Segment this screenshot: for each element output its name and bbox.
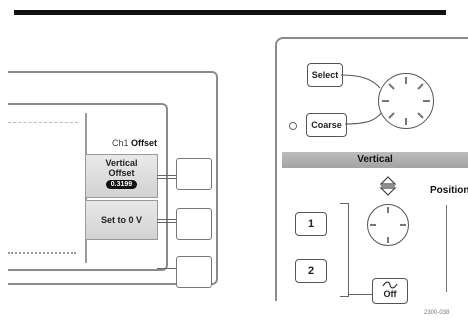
connector-line	[157, 175, 176, 176]
vertical-offset-label-1: Vertical	[105, 158, 138, 168]
graticule-line	[8, 122, 78, 123]
waveform-screen	[8, 113, 87, 263]
set-to-zero-menu-item[interactable]: Set to 0 V	[85, 200, 158, 240]
side-bezel-button-3[interactable]	[176, 256, 212, 288]
top-rule	[14, 10, 446, 15]
position-up-down-arrow-icon	[380, 176, 396, 196]
coarse-button[interactable]: Coarse	[306, 113, 347, 137]
select-button[interactable]: Select	[307, 63, 343, 87]
coarse-led-indicator	[289, 122, 297, 130]
side-bezel-button-1[interactable]	[176, 158, 212, 190]
menu-title-prefix: Ch1	[111, 138, 129, 148]
channel-1-button[interactable]: 1	[295, 212, 327, 236]
connector-line	[348, 294, 372, 295]
vertical-offset-menu-item[interactable]: Vertical Offset 0.3199	[85, 154, 158, 198]
connector-line	[157, 268, 176, 269]
connector-line	[157, 178, 176, 179]
position-range-line	[446, 205, 447, 292]
vertical-offset-label-2: Offset	[108, 168, 135, 178]
menu-title-main: Offset	[130, 138, 157, 148]
position-label: Position	[430, 185, 468, 196]
side-menu-title: Ch1 Offset	[87, 138, 157, 152]
multipurpose-knob[interactable]	[378, 73, 434, 129]
figure-id: 2300-038	[424, 310, 450, 316]
connector-line	[157, 219, 176, 220]
connector-line	[157, 222, 176, 223]
channel-2-button[interactable]: 2	[295, 259, 327, 283]
off-button[interactable]: Off	[372, 278, 408, 304]
vertical-offset-value: 0.3199	[105, 180, 138, 189]
off-button-label: Off	[383, 289, 397, 299]
wave-icon	[382, 281, 398, 289]
channel-bracket-line	[340, 203, 349, 297]
vertical-position-knob[interactable]	[367, 204, 409, 246]
vertical-section-banner: Vertical	[282, 152, 468, 168]
waveform-trace	[8, 252, 76, 254]
side-bezel-button-2[interactable]	[176, 208, 212, 240]
knob-grip-icon	[370, 207, 406, 243]
knob-grip-icon	[382, 77, 430, 125]
